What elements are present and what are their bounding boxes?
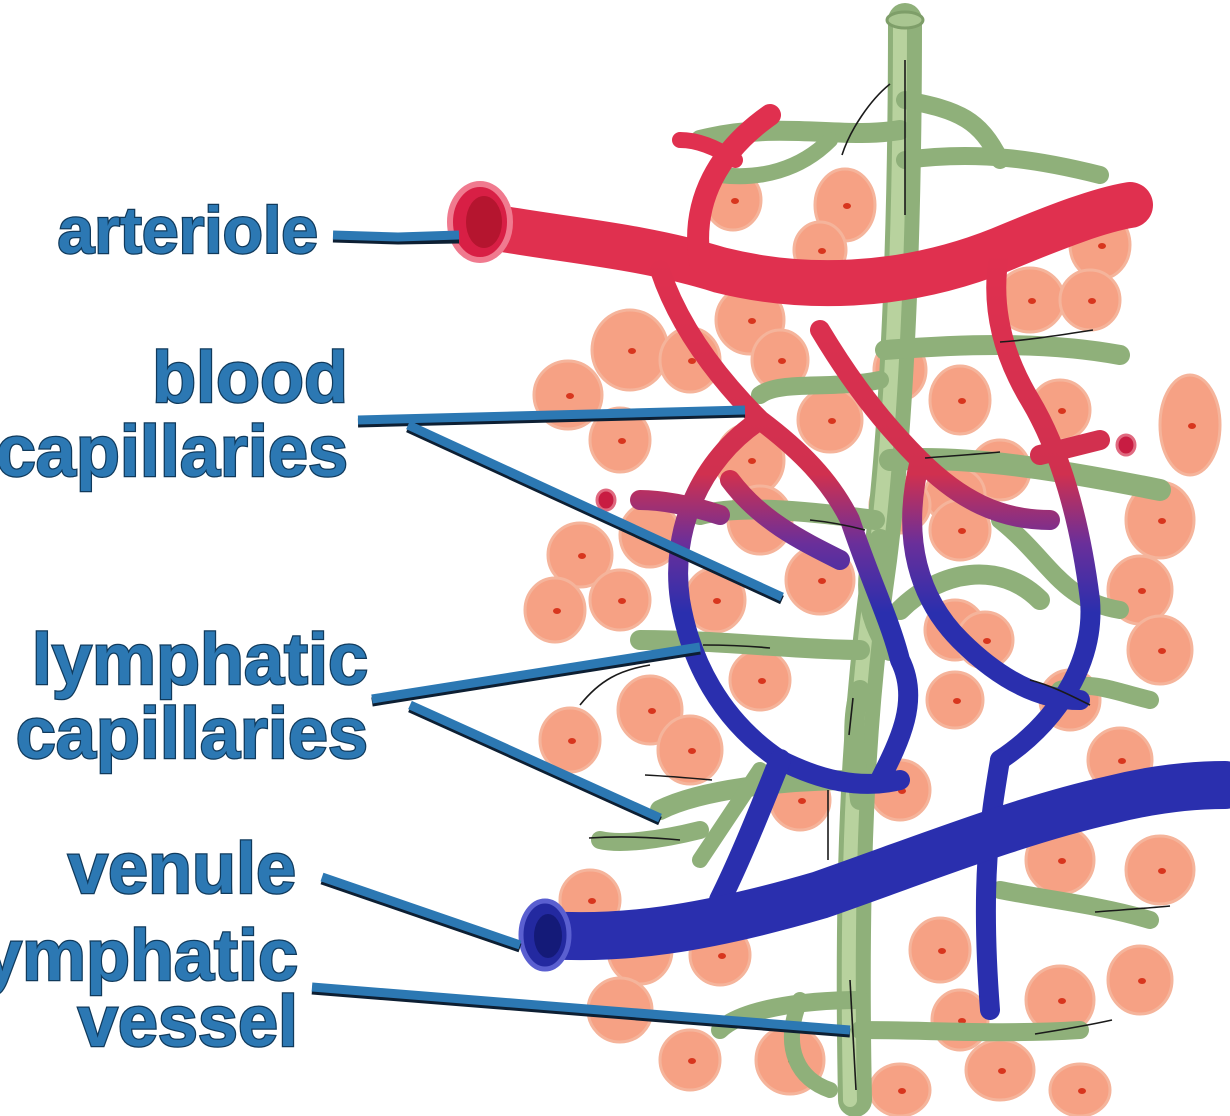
label-lymphatic-capillaries-line2: capillaries <box>16 694 368 774</box>
cell-nucleus <box>688 1058 696 1064</box>
cell-nucleus <box>588 898 596 904</box>
label-lymphatic-vessel-line2: vessel <box>78 982 298 1062</box>
cell-nucleus <box>648 708 656 714</box>
cell-nucleus <box>731 198 739 204</box>
cell-nucleus <box>713 598 721 604</box>
cell-nucleus <box>958 398 966 404</box>
cell-nucleus <box>748 458 756 464</box>
cell-nucleus <box>618 598 626 604</box>
label-lymphatic-capillaries-line1: lymphatic <box>32 620 368 700</box>
cell-nucleus <box>566 393 574 399</box>
cell-nucleus <box>1058 408 1066 414</box>
cell-nucleus <box>1058 998 1066 1004</box>
cell-nucleus <box>1158 518 1166 524</box>
cell-nucleus <box>1098 243 1106 249</box>
cell-nucleus <box>758 678 766 684</box>
cell-nucleus <box>718 953 726 959</box>
cell-nucleus <box>1088 298 1096 304</box>
cell-nucleus <box>958 528 966 534</box>
cell-nucleus <box>578 553 586 559</box>
cell-nucleus <box>688 748 696 754</box>
label-venule: venule <box>68 829 296 909</box>
cell-nucleus <box>938 948 946 954</box>
cell-nucleus <box>828 418 836 424</box>
cell-nucleus <box>843 203 851 209</box>
cell-nucleus <box>798 798 806 804</box>
cell-nucleus <box>998 1068 1006 1074</box>
cell-nucleus <box>618 438 626 444</box>
cell-nucleus <box>778 358 786 364</box>
cell-nucleus <box>983 638 991 644</box>
cell-nucleus <box>898 1088 906 1094</box>
cell-nucleus <box>1188 423 1196 429</box>
cell-nucleus <box>1158 648 1166 654</box>
cell-nucleus <box>1158 868 1166 874</box>
label-arteriole: arteriole <box>58 193 318 267</box>
cell-nucleus <box>553 608 561 614</box>
cell-nucleus <box>748 318 756 324</box>
cell-nucleus <box>1138 588 1146 594</box>
cell-nucleus <box>1138 978 1146 984</box>
cell-nucleus <box>818 578 826 584</box>
cell-nucleus <box>1118 758 1126 764</box>
cell-nucleus <box>568 738 576 744</box>
cell-nucleus <box>688 358 696 364</box>
labels: arteriole blood capillaries lymphatic ca… <box>0 193 368 1062</box>
cell-nucleus <box>1058 858 1066 864</box>
cell-nucleus <box>1078 1088 1086 1094</box>
cell-nucleus <box>953 698 961 704</box>
cell-nucleus <box>818 248 826 254</box>
cell-nucleus <box>628 348 636 354</box>
cell-nucleus <box>1028 298 1036 304</box>
label-blood-capillaries-line1: blood <box>152 338 348 418</box>
label-blood-capillaries-line2: capillaries <box>0 412 348 492</box>
